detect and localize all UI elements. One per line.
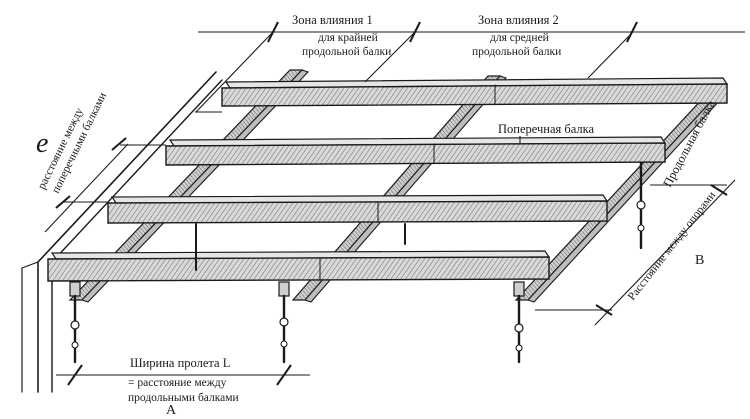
- support-post: [278, 281, 290, 364]
- point-a-label: A: [166, 403, 177, 418]
- transverse-spacing-symbol: e: [36, 128, 48, 159]
- supports: [69, 161, 646, 364]
- zone2-line1: Зона влияния 2: [478, 13, 559, 27]
- transverse-beam-1: [221, 77, 729, 107]
- zone-dimension: [195, 21, 745, 113]
- span-width-dimension: [56, 364, 310, 386]
- zone2-line2: для средней: [490, 32, 549, 44]
- transverse-beam-4: [47, 250, 551, 282]
- transverse-beams: [47, 77, 729, 282]
- zone1-line2: для крайней: [318, 32, 378, 44]
- support-post: [636, 161, 646, 250]
- span-width-line2: = расстояние между: [128, 377, 227, 389]
- support-spacing-dimension: [535, 179, 736, 326]
- transverse-beam-2: [165, 136, 667, 166]
- transverse-spacing-dimension: [44, 137, 166, 233]
- zone1-line3: продольной балки: [302, 46, 391, 58]
- span-width-line3: продольными балками: [128, 392, 239, 404]
- support-post: [69, 281, 81, 364]
- wall: [21, 71, 223, 393]
- span-width-line1: Ширина пролета L: [130, 356, 230, 370]
- zone2-line3: продольной балки: [472, 46, 561, 58]
- zone1-line1: Зона влияния 1: [292, 13, 373, 27]
- support-post: [513, 281, 525, 364]
- point-b-label: B: [695, 253, 704, 268]
- longitudinal-beams: [68, 69, 723, 303]
- transverse-beam-3: [107, 194, 609, 224]
- transverse-beam-label: Поперечная балка: [498, 122, 595, 136]
